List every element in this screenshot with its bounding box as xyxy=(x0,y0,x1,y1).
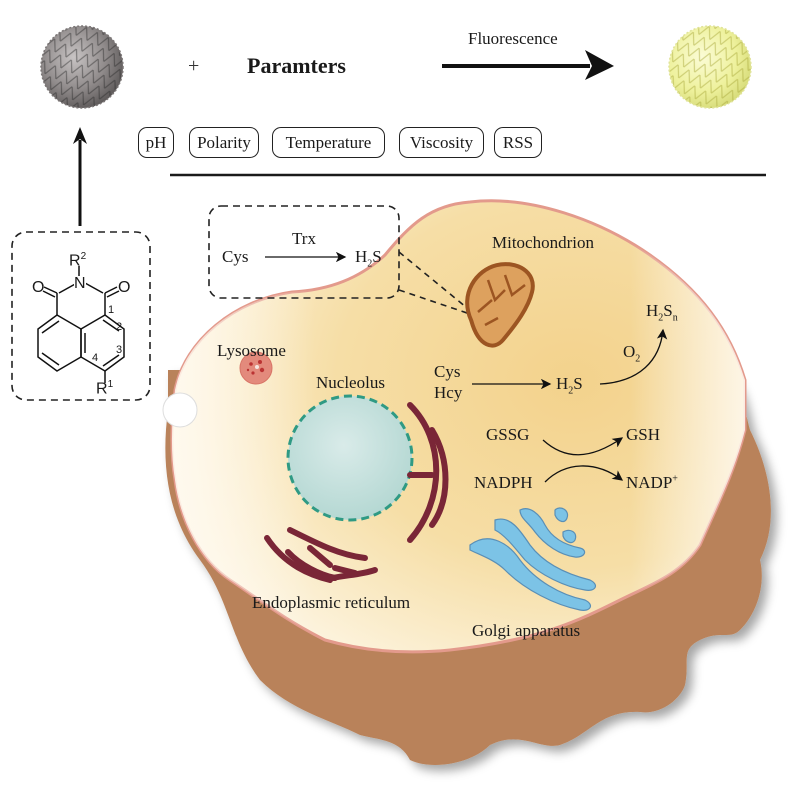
r1-label: R1 xyxy=(96,380,113,397)
r2-superscript: 2 xyxy=(80,251,87,262)
parameter-chip-ph: pH xyxy=(138,127,174,158)
fluorescence-arrow-icon xyxy=(442,50,614,80)
cys-label: Cys xyxy=(434,362,461,381)
membrane-notch xyxy=(162,392,198,428)
parameter-chip-temperature: Temperature xyxy=(272,127,385,158)
mitochondrion-label: Mitochondrion xyxy=(492,233,594,252)
o2-label: O2 xyxy=(623,343,640,364)
r1-letter: R xyxy=(96,380,108,398)
parameter-chip-rss: RSS xyxy=(494,127,542,158)
n-subscript: n xyxy=(672,312,678,324)
oxygen-atom-right: O xyxy=(118,279,131,296)
h2-subscript: 2 xyxy=(568,385,574,397)
probe-particle-dark-icon xyxy=(40,25,124,109)
gsh-label: GSH xyxy=(626,425,661,444)
nucleolus-label: Nucleolus xyxy=(316,373,385,392)
o-letter: O xyxy=(623,342,636,361)
inset-h2s-label: H2S xyxy=(355,248,382,269)
up-arrow-icon xyxy=(73,127,87,226)
inset-trx-label: Trx xyxy=(292,229,316,248)
h-letter: H xyxy=(646,301,659,320)
er-label: Endoplasmic reticulum xyxy=(252,593,411,612)
lysosome-label: Lysosome xyxy=(217,341,286,360)
ring-number-4: 4 xyxy=(92,352,99,364)
structure-box xyxy=(11,231,151,401)
golgi-label: Golgi apparatus xyxy=(472,621,581,640)
nitrogen-atom: N xyxy=(74,275,86,292)
nucleolus-icon xyxy=(286,394,414,522)
nadph-to-nadp-arrow xyxy=(544,465,624,483)
inset-cys-label: Cys xyxy=(222,247,249,266)
s-letter: S xyxy=(372,247,382,266)
ring-number-1: 1 xyxy=(108,304,115,316)
s-letter: S xyxy=(663,301,673,320)
h2sn-label: H2Sn xyxy=(646,302,678,323)
parameter-chip-viscosity: Viscosity xyxy=(399,127,484,158)
o2-subscript: 2 xyxy=(635,353,641,365)
golgi-apparatus-icon xyxy=(469,507,597,611)
gssg-label: GSSG xyxy=(486,425,530,444)
parameters-title: Paramters xyxy=(247,53,346,78)
r2-letter: R xyxy=(69,252,81,270)
hcy-label: Hcy xyxy=(434,383,463,402)
zoom-line-bottom xyxy=(398,289,471,315)
nadp-label: NADP+ xyxy=(626,474,678,491)
r1-superscript: 1 xyxy=(107,379,114,390)
gssg-to-gsh-arrow xyxy=(542,437,624,456)
parameter-chip-polarity: Polarity xyxy=(189,127,259,158)
r2-label: R2 xyxy=(69,252,86,269)
plus-sign: + xyxy=(188,55,200,77)
h-letter: H xyxy=(556,374,569,393)
h2s-label: H2S xyxy=(556,375,583,396)
h2-subscript: 2 xyxy=(367,258,373,270)
nadp-text: NADP xyxy=(626,473,673,492)
h-letter: H xyxy=(355,247,368,266)
ring-number-3: 3 xyxy=(116,344,123,356)
probe-particle-fluorescent-icon xyxy=(668,25,752,109)
h2-subscript: 2 xyxy=(658,312,664,324)
h2s-oxidation-arrow xyxy=(599,328,668,385)
endoplasmic-reticulum-icon xyxy=(264,402,449,583)
lysosome-icon xyxy=(239,351,273,385)
fluorescence-label: Fluorescence xyxy=(468,29,558,48)
mitochondrion-icon xyxy=(465,262,535,348)
plus-superscript: + xyxy=(672,473,678,485)
s-letter: S xyxy=(573,374,583,393)
ring-number-2: 2 xyxy=(116,321,123,333)
oxygen-atom-left: O xyxy=(32,279,45,296)
nadph-label: NADPH xyxy=(474,473,533,492)
zoom-line-top xyxy=(398,251,473,313)
